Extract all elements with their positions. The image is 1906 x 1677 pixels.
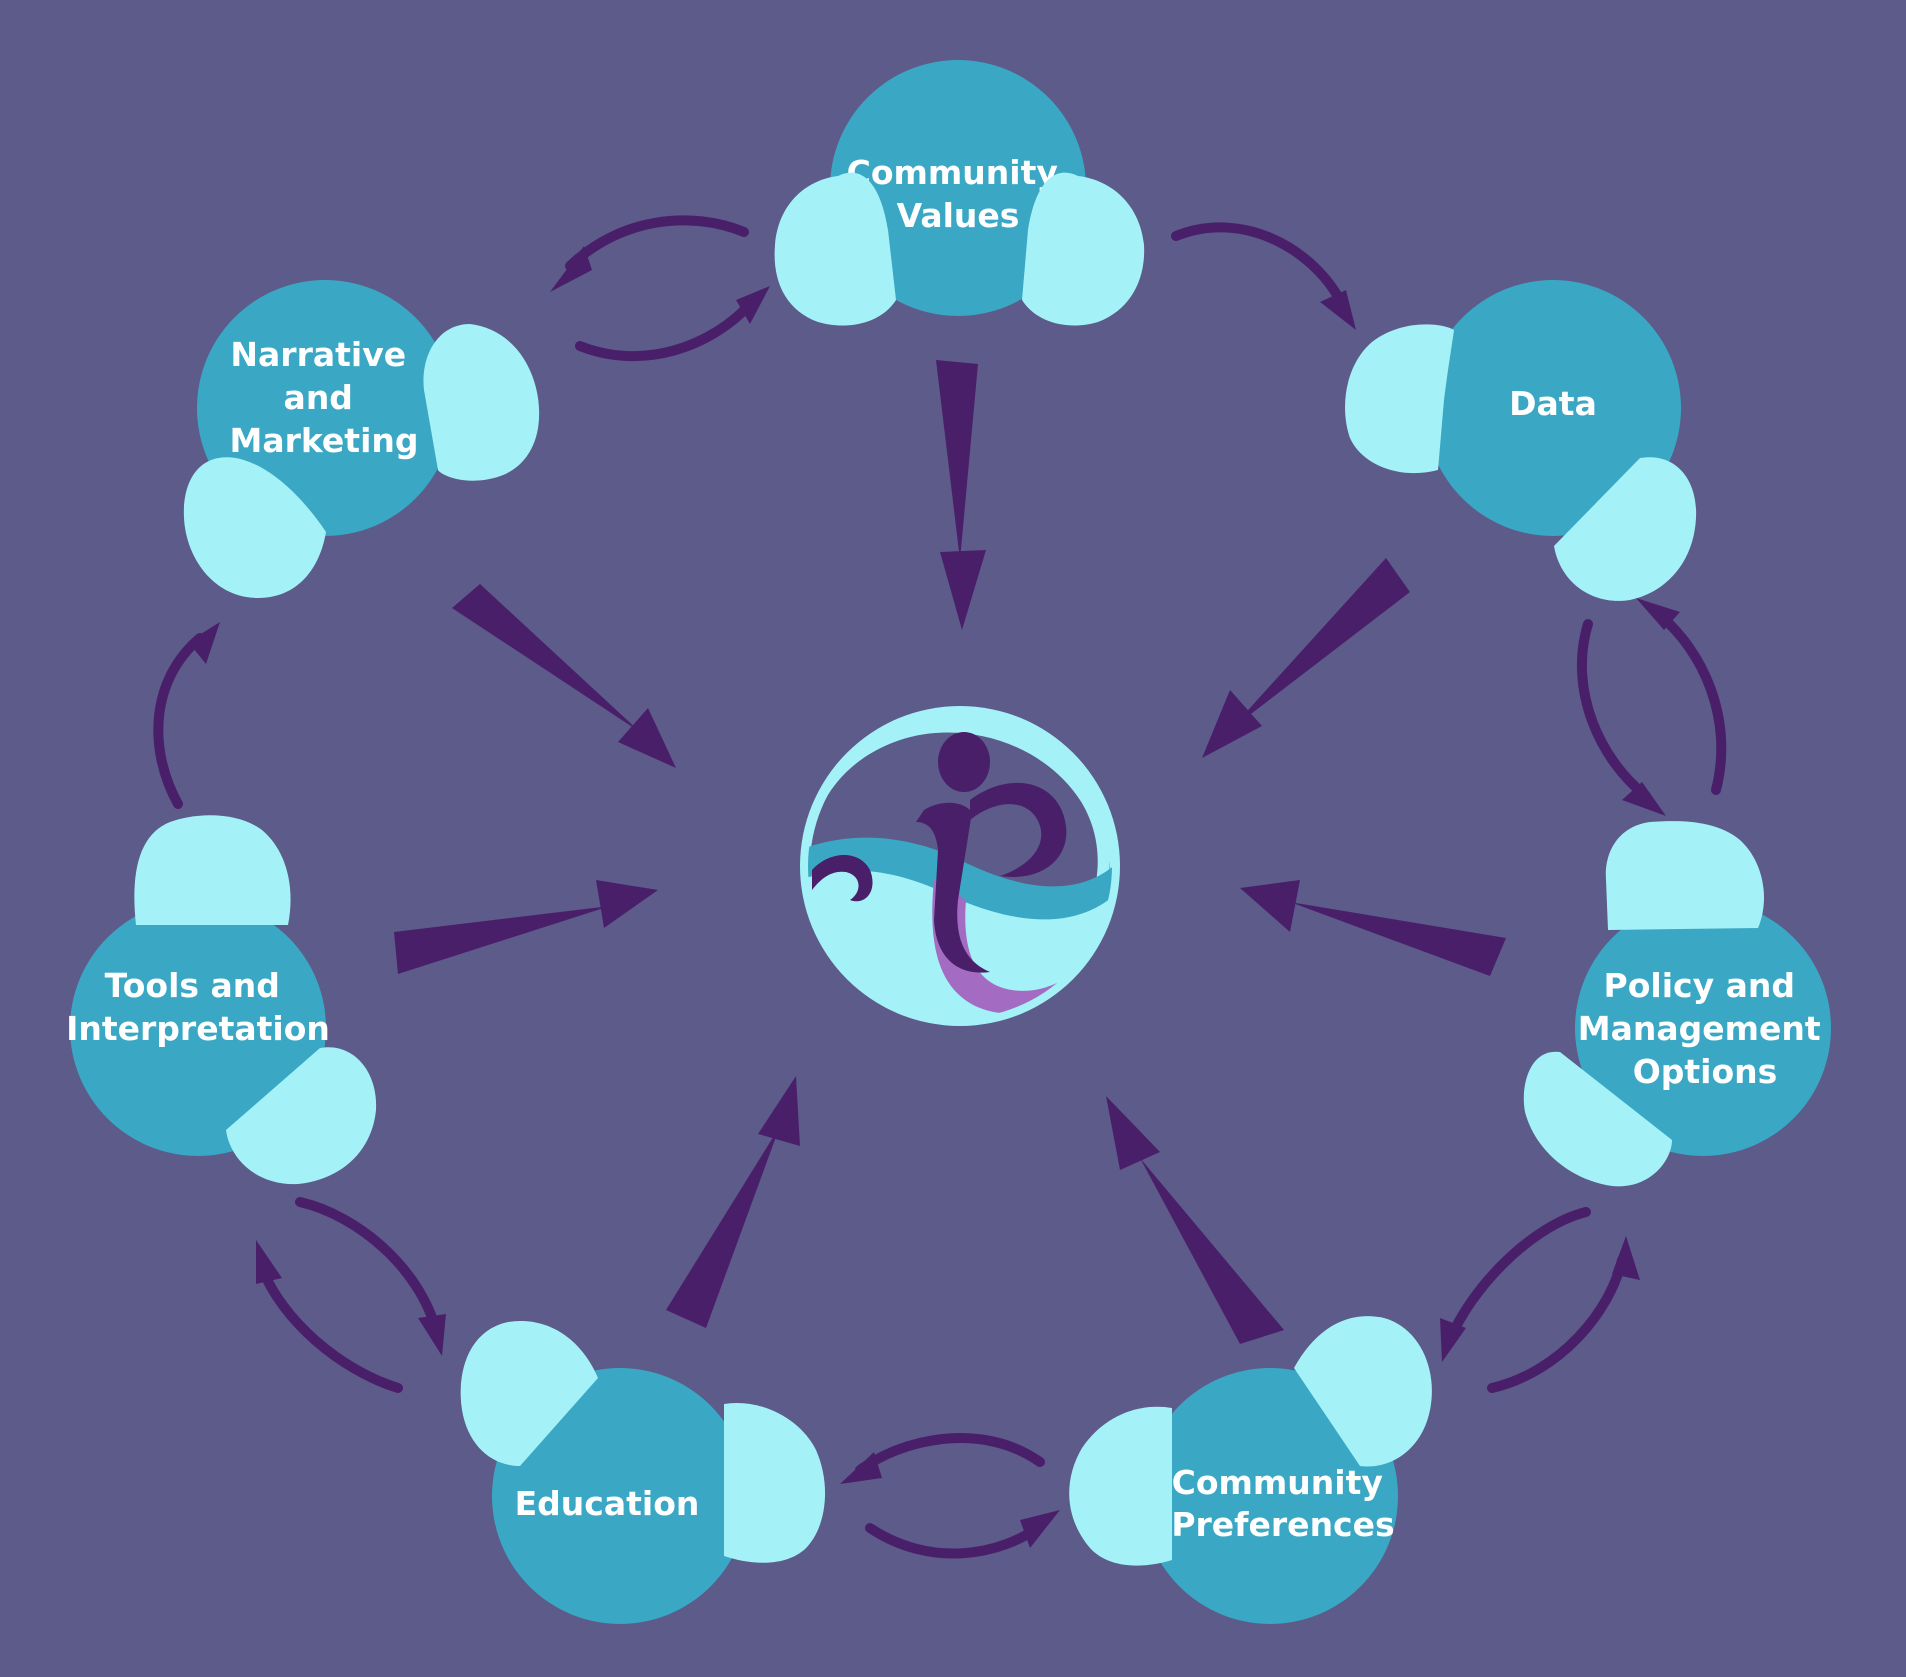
node-label: Data — [1509, 384, 1597, 423]
arrowhead — [1320, 290, 1356, 330]
node-label: Narrative and Marketing — [229, 335, 418, 460]
inward-arrow — [394, 906, 610, 974]
inward-arrow — [940, 550, 986, 630]
node-label: Education — [515, 1484, 700, 1523]
cycle-arrows — [153, 215, 1727, 1559]
cycle-arrow — [1487, 1255, 1627, 1393]
node-education: Education — [492, 1368, 748, 1624]
cycle-arrow — [257, 1263, 403, 1393]
node-community-values: Community Values — [830, 60, 1086, 316]
inward-arrow — [452, 584, 640, 732]
connector-blob — [134, 815, 291, 925]
node-label: Policy and Management Options — [1578, 966, 1832, 1091]
arrowhead — [550, 246, 592, 292]
cycle-arrow — [153, 633, 205, 809]
arrowhead — [1636, 598, 1680, 630]
connector-blob — [724, 1402, 826, 1563]
connector-blob — [460, 1320, 598, 1466]
node-circle — [1142, 1368, 1398, 1624]
connector-blob — [1069, 1406, 1172, 1566]
inward-arrow — [936, 360, 978, 560]
node-community-preferences: Community Preferences — [1142, 1368, 1398, 1624]
node-circle — [1425, 280, 1681, 536]
connector-blob — [1345, 324, 1454, 474]
logo-curl — [970, 782, 1067, 877]
inward-arrow — [596, 880, 658, 928]
cycle-arrow — [565, 215, 749, 271]
cycle-arrow — [1171, 222, 1345, 305]
cycle-arrow — [575, 295, 759, 362]
arrowhead — [188, 622, 220, 664]
inward-arrow — [1106, 1096, 1160, 1170]
connector-blob — [1294, 1316, 1432, 1467]
connector-blob — [1022, 172, 1145, 326]
inward-arrow — [1290, 902, 1506, 976]
connector-blob — [183, 457, 326, 598]
cycle-arrow — [1576, 619, 1651, 801]
node-tools-interpretation: Tools and Interpretation — [66, 900, 330, 1156]
arrowhead — [1440, 1318, 1466, 1362]
connector-blobs — [134, 172, 1764, 1566]
connector-blob — [226, 1047, 377, 1185]
connector-blob — [774, 172, 896, 326]
cycle-arrow — [1651, 607, 1727, 795]
arrowhead — [1622, 782, 1666, 816]
cycle-arrow — [855, 1433, 1045, 1475]
connector-blob — [1605, 821, 1764, 930]
inward-arrow — [666, 1126, 780, 1328]
logo-i-dot — [938, 732, 990, 792]
connector-blob — [423, 324, 540, 481]
cycle-arrow — [865, 1521, 1045, 1559]
connector-blob — [1523, 1051, 1672, 1187]
node-policy-management-options: Policy and Management Options — [1575, 900, 1832, 1156]
i-logo-icon — [800, 706, 1120, 1026]
cycle-arrow — [295, 1197, 441, 1335]
inward-arrow — [1230, 558, 1410, 730]
inward-arrow — [1202, 690, 1262, 758]
inward-arrows — [394, 360, 1506, 1344]
logo-curl-left — [812, 855, 873, 902]
inward-arrow — [758, 1076, 800, 1146]
arrowhead — [1612, 1236, 1640, 1280]
node-circle — [830, 60, 1086, 316]
arrowhead — [736, 286, 770, 324]
inward-arrow — [1240, 880, 1300, 932]
inward-arrow — [1140, 1158, 1284, 1344]
node-label: Tools and Interpretation — [66, 966, 330, 1048]
node-label: Community Preferences — [1171, 1463, 1394, 1544]
node-circle — [1575, 900, 1831, 1156]
node-label: Community Values — [847, 153, 1070, 235]
node-circle — [70, 900, 326, 1156]
inward-arrow — [618, 708, 676, 768]
logo-i-stem — [916, 802, 990, 973]
arrowhead — [840, 1452, 882, 1484]
connector-blob — [1554, 457, 1697, 601]
arrowhead — [1020, 1510, 1060, 1548]
node-data: Data — [1425, 280, 1681, 536]
cycle-arrow — [1445, 1207, 1591, 1345]
arrowhead — [256, 1240, 282, 1284]
arrowhead — [418, 1314, 446, 1356]
node-circle — [492, 1368, 748, 1624]
